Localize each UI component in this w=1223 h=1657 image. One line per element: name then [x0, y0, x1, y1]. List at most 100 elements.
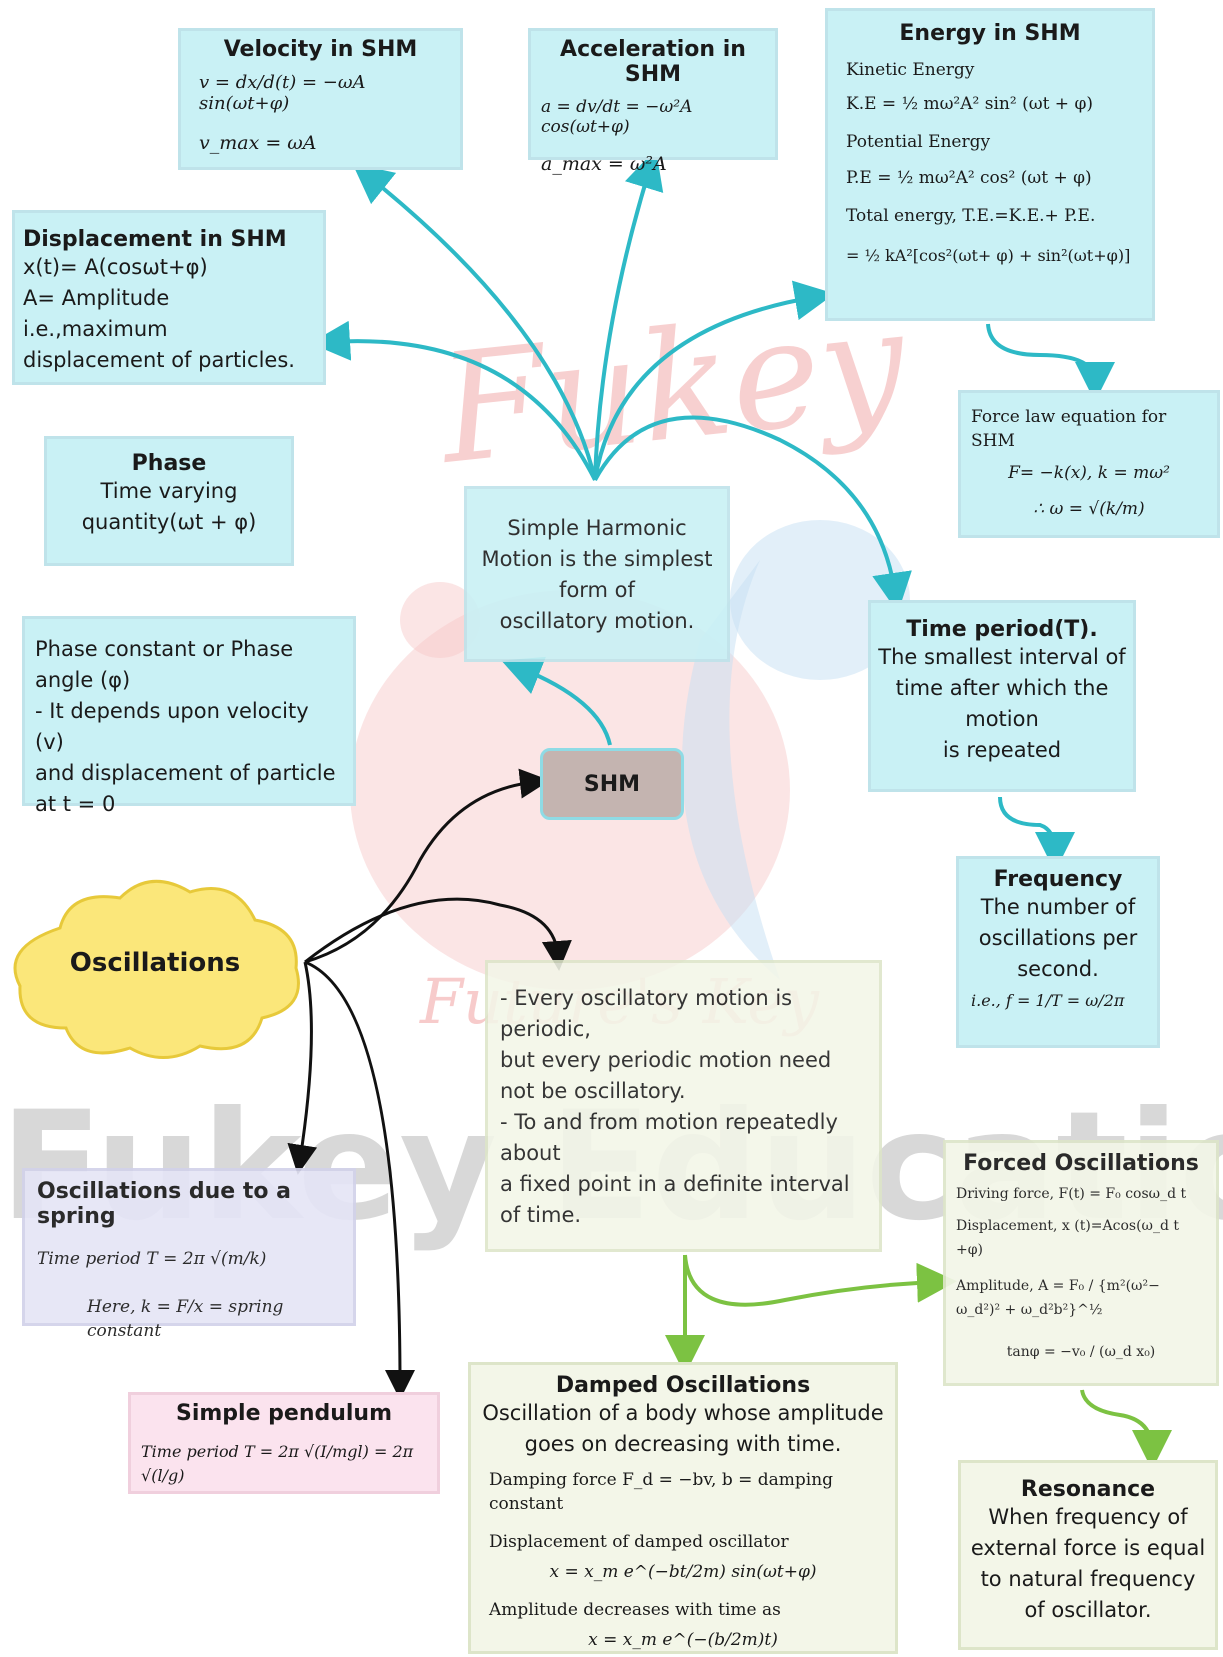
time-period-box: Time period(T). The smallest interval of… [868, 600, 1136, 792]
resonance-line1: When frequency of [988, 1505, 1188, 1529]
pendulum-time-period: Time period T = 2π √(I/mgl) = 2π √(l/g) [141, 1442, 414, 1485]
periodic-line4: not be oscillatory. [500, 1079, 686, 1103]
phase-constant-line2: angle (φ) [35, 668, 131, 692]
phase-constant-line5: at t = 0 [35, 792, 116, 816]
shm-definition-line2: Motion is the simplest [481, 547, 713, 571]
energy-box: Energy in SHM Kinetic Energy K.E = ½ mω²… [825, 8, 1155, 321]
frequency-box: Frequency The number of oscillations per… [956, 856, 1160, 1048]
forced-displacement: Displacement, x (t)=Acos(ω_d t +φ) [956, 1218, 1180, 1258]
forced-amplitude: Amplitude, A = F₀ / {m²(ω²− ω_d²)² + ω_d… [956, 1278, 1160, 1318]
arrow-to-spring [287, 961, 318, 1175]
velocity-title: Velocity in SHM [223, 37, 418, 62]
arrow-to-pendulum [304, 960, 415, 1400]
shm-node: SHM [540, 748, 684, 820]
frequency-line3: second. [1017, 957, 1099, 981]
forced-driving-force: Driving force, F(t) = F₀ cosω_d t [956, 1186, 1187, 1202]
force-law-equation: F= −k(x), k = mω² [1008, 463, 1170, 483]
damped-amplitude-equation: x = x_m e^(−(b/2m)t) [588, 1630, 778, 1650]
arrow-to-forced [683, 1254, 957, 1307]
kinetic-energy-label: Kinetic Energy [846, 60, 975, 80]
periodic-line1: - Every oscillatory motion is [500, 986, 793, 1010]
periodic-box: - Every oscillatory motion is periodic, … [485, 960, 882, 1252]
arrow-to-periodic [304, 897, 572, 971]
velocity-max: v_max = ωA [199, 132, 317, 154]
potential-energy-label: Potential Energy [846, 132, 991, 152]
damped-amplitude-label: Amplitude decreases with time as [489, 1600, 781, 1620]
frequency-title: Frequency [993, 867, 1123, 892]
displacement-box: Displacement in SHM x(t)= A(cosωt+φ) A= … [12, 210, 326, 385]
time-period-line1: The smallest interval of [878, 645, 1126, 669]
arrow-to-velocity [352, 163, 597, 481]
frequency-line1: The number of [980, 895, 1136, 919]
spring-constant: Here, k = F/x = spring constant [87, 1297, 284, 1341]
forced-box: Forced Oscillations Driving force, F(t) … [943, 1140, 1219, 1386]
force-law-box: Force law equation for SHM F= −k(x), k =… [958, 390, 1220, 538]
phase-title: Phase [131, 451, 207, 476]
phase-constant-box: Phase constant or Phase angle (φ) - It d… [22, 616, 356, 816]
pendulum-title: Simple pendulum [175, 1401, 393, 1426]
cloud-shape [13, 879, 300, 1059]
phase-constant-line4: and displacement of particle [35, 761, 336, 785]
periodic-line7: a fixed point in a definite interval [500, 1172, 850, 1196]
phase-line1: Time varying [100, 479, 238, 503]
resonance-title: Resonance [1020, 1477, 1156, 1502]
acceleration-box: Acceleration in SHM a = dv/dt = −ω²A cos… [528, 28, 778, 175]
spring-title: Oscillations due to a spring [37, 1179, 292, 1229]
forced-phase: tanφ = −v₀ / (ω_d x₀) [1006, 1344, 1156, 1360]
frequency-line2: oscillations per [978, 926, 1138, 950]
shm-node-label: SHM [583, 771, 641, 797]
periodic-line3: but every periodic motion need [500, 1048, 832, 1072]
damped-title: Damped Oscillations [555, 1373, 811, 1398]
potential-energy-equation: P.E = ½ mω²A² cos² (ωt + φ) [846, 168, 1092, 188]
total-energy-label: Total energy, T.E.=K.E.+ P.E. [846, 206, 1096, 226]
time-period-line4: is repeated [942, 738, 1062, 762]
frequency-equation: i.e., f = 1/T = ω/2π [971, 991, 1125, 1010]
total-energy-equation: = ½ kA²[cos²(ωt+ φ) + sin²(ωt+φ)] [846, 246, 1131, 265]
velocity-box: Velocity in SHM v = dx/d(t) = −ωA sin(ωt… [178, 28, 463, 170]
arrow-shm-to-center [501, 656, 612, 746]
kinetic-energy-equation: K.E = ½ mω²A² sin² (ωt + φ) [846, 94, 1093, 114]
velocity-equation: v = dx/d(t) = −ωA sin(ωt+φ) [199, 72, 366, 114]
resonance-line2: external force is equal [970, 1536, 1206, 1560]
oscillations-cloud: Oscillations [0, 868, 310, 1064]
damping-force: Damping force F_d = −bv, b = damping con… [489, 1470, 834, 1514]
forced-title: Forced Oscillations [963, 1151, 1199, 1176]
periodic-line6: about [500, 1141, 561, 1165]
time-period-title: Time period(T). [906, 617, 1098, 642]
time-period-line3: motion [965, 707, 1039, 731]
displacement-amplitude-line1: A= Amplitude i.e.,maximum [23, 286, 170, 341]
time-period-line2: time after which the [895, 676, 1109, 700]
phase-constant-line1: Phase constant or Phase [35, 637, 294, 661]
phase-constant-line3: - It depends upon velocity (v) [35, 699, 309, 754]
acceleration-equation: a = dv/dt = −ω²A cos(ωt+φ) [541, 97, 693, 137]
damped-displacement-equation: x = x_m e^(−bt/2m) sin(ωt+φ) [549, 1562, 817, 1582]
periodic-line5: - To and from motion repeatedly [500, 1110, 838, 1134]
spring-box: Oscillations due to a spring Time period… [22, 1168, 356, 1341]
shm-definition-line1: Simple Harmonic [507, 516, 687, 540]
resonance-line3: to natural frequency [980, 1567, 1196, 1591]
arrow-to-displacement [310, 320, 597, 481]
periodic-line2: periodic, [500, 1017, 591, 1041]
arrow-to-shm [304, 768, 550, 964]
displacement-equation: x(t)= A(cosωt+φ) [23, 255, 208, 279]
damped-line1: Oscillation of a body whose amplitude [482, 1401, 884, 1425]
arrow-period-to-frequency [998, 796, 1075, 872]
shm-definition-box: Simple Harmonic Motion is the simplest f… [464, 486, 730, 662]
phase-line2: quantity(ωt + φ) [81, 510, 257, 534]
shm-definition-line3: form of [559, 578, 635, 602]
omega-equation: ∴ ω = √(k/m) [1033, 499, 1145, 519]
resonance-line4: of oscillator. [1024, 1598, 1152, 1622]
shm-definition-line4: oscillatory motion. [499, 609, 695, 633]
arrow-forced-to-resonance [1080, 1389, 1172, 1470]
damped-line2: goes on decreasing with time. [524, 1432, 842, 1456]
damped-displacement-label: Displacement of damped oscillator [489, 1532, 789, 1552]
arrow-to-energy [593, 280, 835, 481]
acceleration-title: Acceleration in SHM [560, 37, 746, 87]
oscillations-label: Oscillations [69, 948, 241, 978]
energy-title: Energy in SHM [899, 21, 1081, 46]
acceleration-max: a_max = ω²A [541, 153, 667, 175]
force-law-title: Force law equation for SHM [971, 407, 1167, 451]
arrow-to-time-period [593, 415, 912, 613]
pendulum-box: Simple pendulum Time period T = 2π √(I/m… [128, 1392, 440, 1494]
